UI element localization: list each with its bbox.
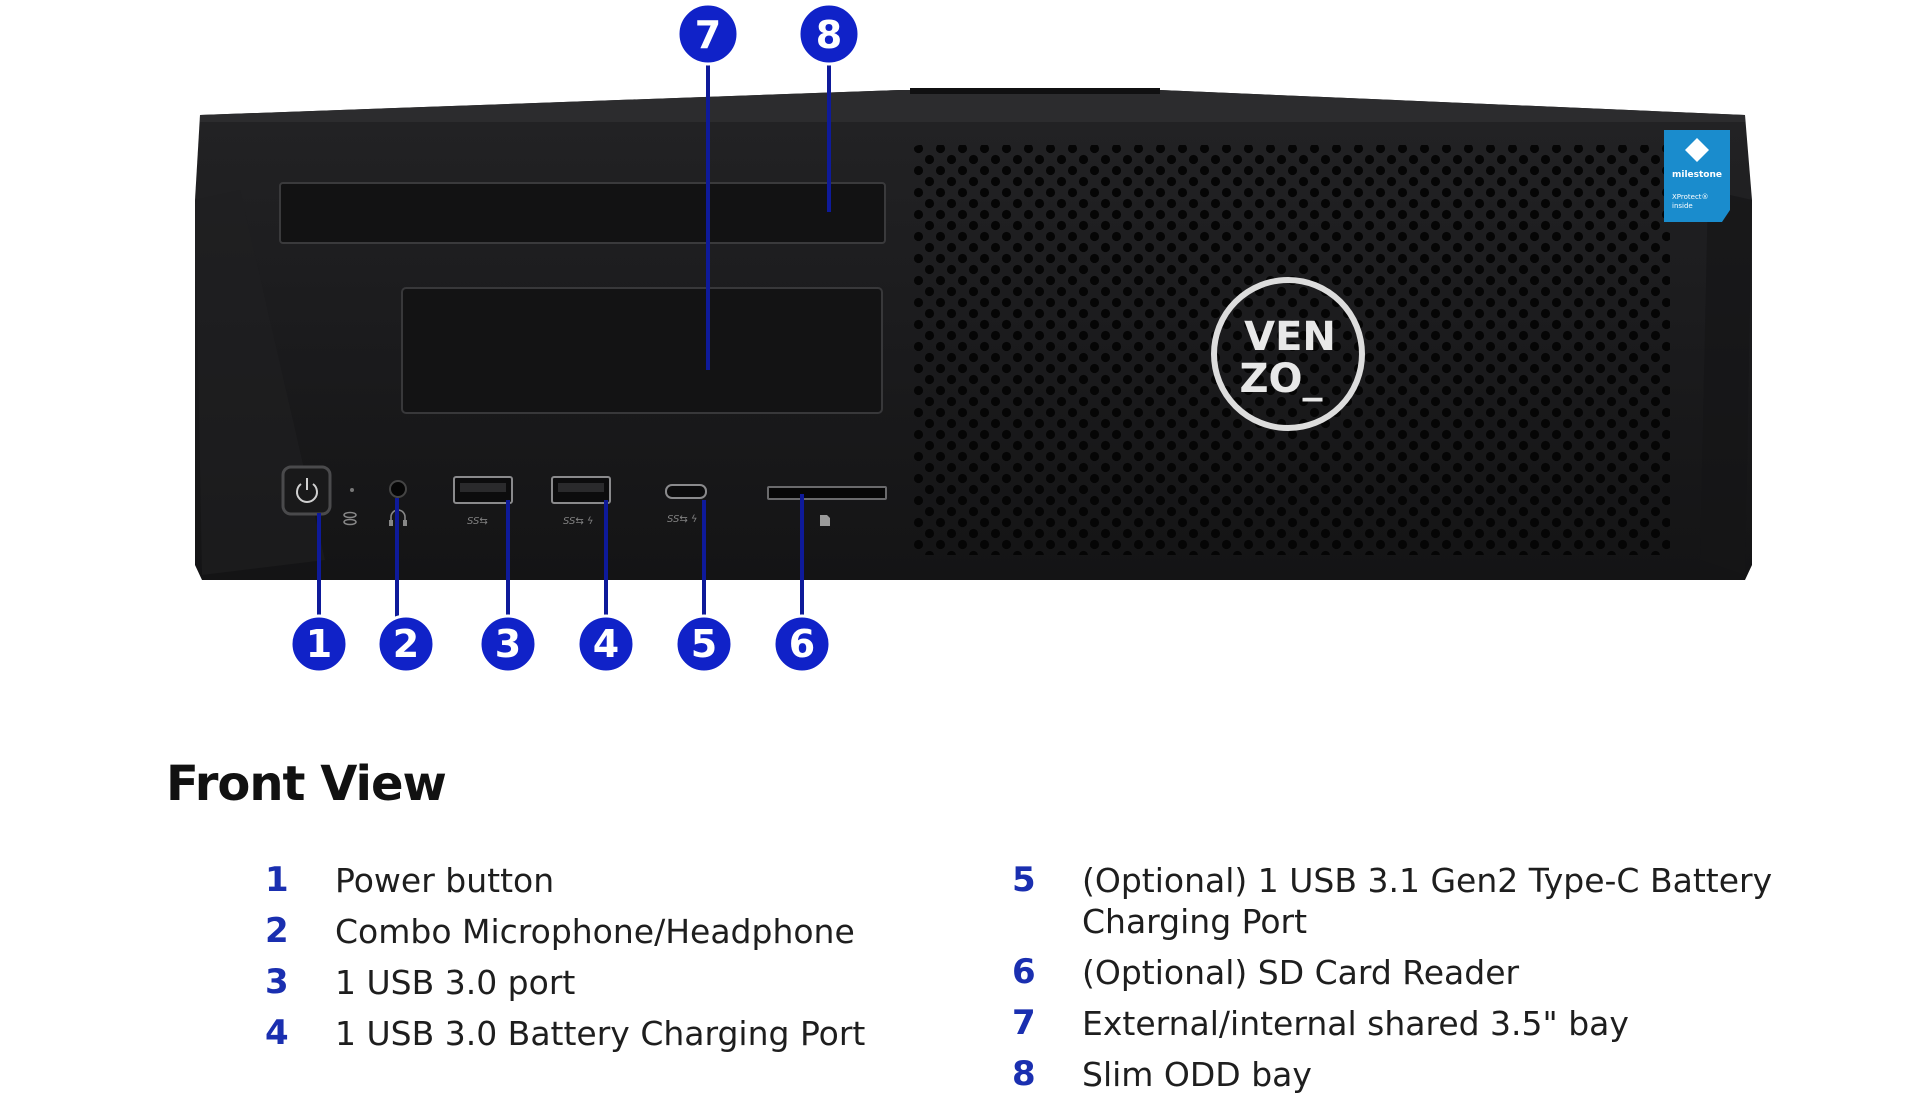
callout-2: 2	[376, 614, 436, 674]
callout-3: 3	[478, 614, 538, 674]
callout-5: 5	[674, 614, 734, 674]
callout-7-number: 7	[695, 13, 721, 57]
callout-1: 1	[289, 614, 349, 674]
callout-6: 6	[772, 614, 832, 674]
callout-4-number: 4	[593, 622, 619, 666]
legend-label: (Optional) SD Card Reader	[1082, 953, 1520, 992]
legend-label: 1 USB 3.0 port	[335, 963, 576, 1002]
power-button[interactable]	[281, 465, 332, 516]
legend-label: Power button	[335, 861, 555, 900]
usb-c-port[interactable]	[665, 484, 707, 499]
legend-number: 1	[265, 860, 289, 900]
power-icon	[296, 478, 318, 503]
milestone-badge: milestone XProtect® inside	[1664, 130, 1730, 222]
slim-odd-bay	[279, 182, 886, 244]
legend-item-1: 1 Power button	[265, 860, 885, 901]
hdd-led	[350, 488, 354, 492]
drive-activity-icon	[343, 511, 357, 526]
legend-label: Combo Microphone/Headphone	[335, 912, 855, 951]
logo-line1: VEN	[1244, 314, 1336, 360]
logo-line2: ZO_	[1239, 356, 1322, 402]
usb-ss-charge-mark: SS⇆ ϟ	[563, 516, 594, 527]
legend-number: 2	[265, 911, 289, 951]
callout-1-number: 1	[306, 622, 332, 666]
callout-8: 8	[797, 2, 861, 66]
callout-5-number: 5	[691, 622, 717, 666]
badge-line2: inside	[1672, 202, 1693, 210]
badge-line1: XProtect®	[1672, 193, 1709, 201]
sd-card-slot[interactable]	[767, 486, 887, 500]
legend-item-7: 7 External/internal shared 3.5" bay	[1012, 1003, 1792, 1044]
legend-number: 5	[1012, 860, 1036, 900]
front-view-diagram: VEN ZO_ milestone XProtect® inside	[195, 2, 1752, 674]
legend-item-3: 3 1 USB 3.0 port	[265, 962, 885, 1003]
usbc-ss-charge-mark: SS⇆ ϟ	[667, 514, 698, 525]
callout-8-number: 8	[816, 13, 842, 57]
venzo-logo: VEN ZO_	[1211, 277, 1365, 431]
legend-label: Slim ODD bay	[1082, 1055, 1312, 1094]
legend-item-2: 2 Combo Microphone/Headphone	[265, 911, 885, 952]
legend-item-5: 5 (Optional) 1 USB 3.1 Gen2 Type-C Batte…	[1012, 860, 1792, 942]
badge-name: milestone	[1672, 170, 1722, 180]
legend-number: 4	[265, 1013, 289, 1053]
legend-number: 8	[1012, 1054, 1036, 1094]
legend-item-6: 6 (Optional) SD Card Reader	[1012, 952, 1792, 993]
legend-number: 3	[265, 962, 289, 1002]
shared-3-5-bay	[401, 287, 883, 414]
sd-card-icon	[820, 515, 830, 526]
legend-number: 6	[1012, 952, 1036, 992]
page-title: Front View	[166, 756, 447, 812]
legend-label: External/internal shared 3.5" bay	[1082, 1004, 1629, 1043]
usb-ss-mark: SS⇆	[467, 516, 488, 527]
callout-2-number: 2	[393, 622, 419, 666]
milestone-diamond-icon	[1685, 138, 1709, 162]
legend-number: 7	[1012, 1003, 1036, 1043]
callout-7: 7	[676, 2, 740, 66]
callout-lines	[317, 50, 831, 618]
callout-4: 4	[576, 614, 636, 674]
legend-label: 1 USB 3.0 Battery Charging Port	[335, 1014, 866, 1053]
legend-right-column: 5 (Optional) 1 USB 3.1 Gen2 Type-C Batte…	[1012, 860, 1792, 1105]
legend-item-4: 4 1 USB 3.0 Battery Charging Port	[265, 1013, 885, 1054]
callout-6-number: 6	[789, 622, 815, 666]
audio-jack[interactable]	[389, 480, 407, 498]
legend-left-column: 1 Power button 2 Combo Microphone/Headph…	[265, 860, 885, 1064]
front-io-panel: SS⇆ SS⇆ ϟ SS⇆ ϟ	[281, 465, 887, 527]
legend-item-8: 8 Slim ODD bay	[1012, 1054, 1792, 1095]
front-grille	[913, 145, 1670, 555]
callout-3-number: 3	[495, 622, 521, 666]
legend-label: (Optional) 1 USB 3.1 Gen2 Type-C Battery…	[1082, 861, 1773, 941]
